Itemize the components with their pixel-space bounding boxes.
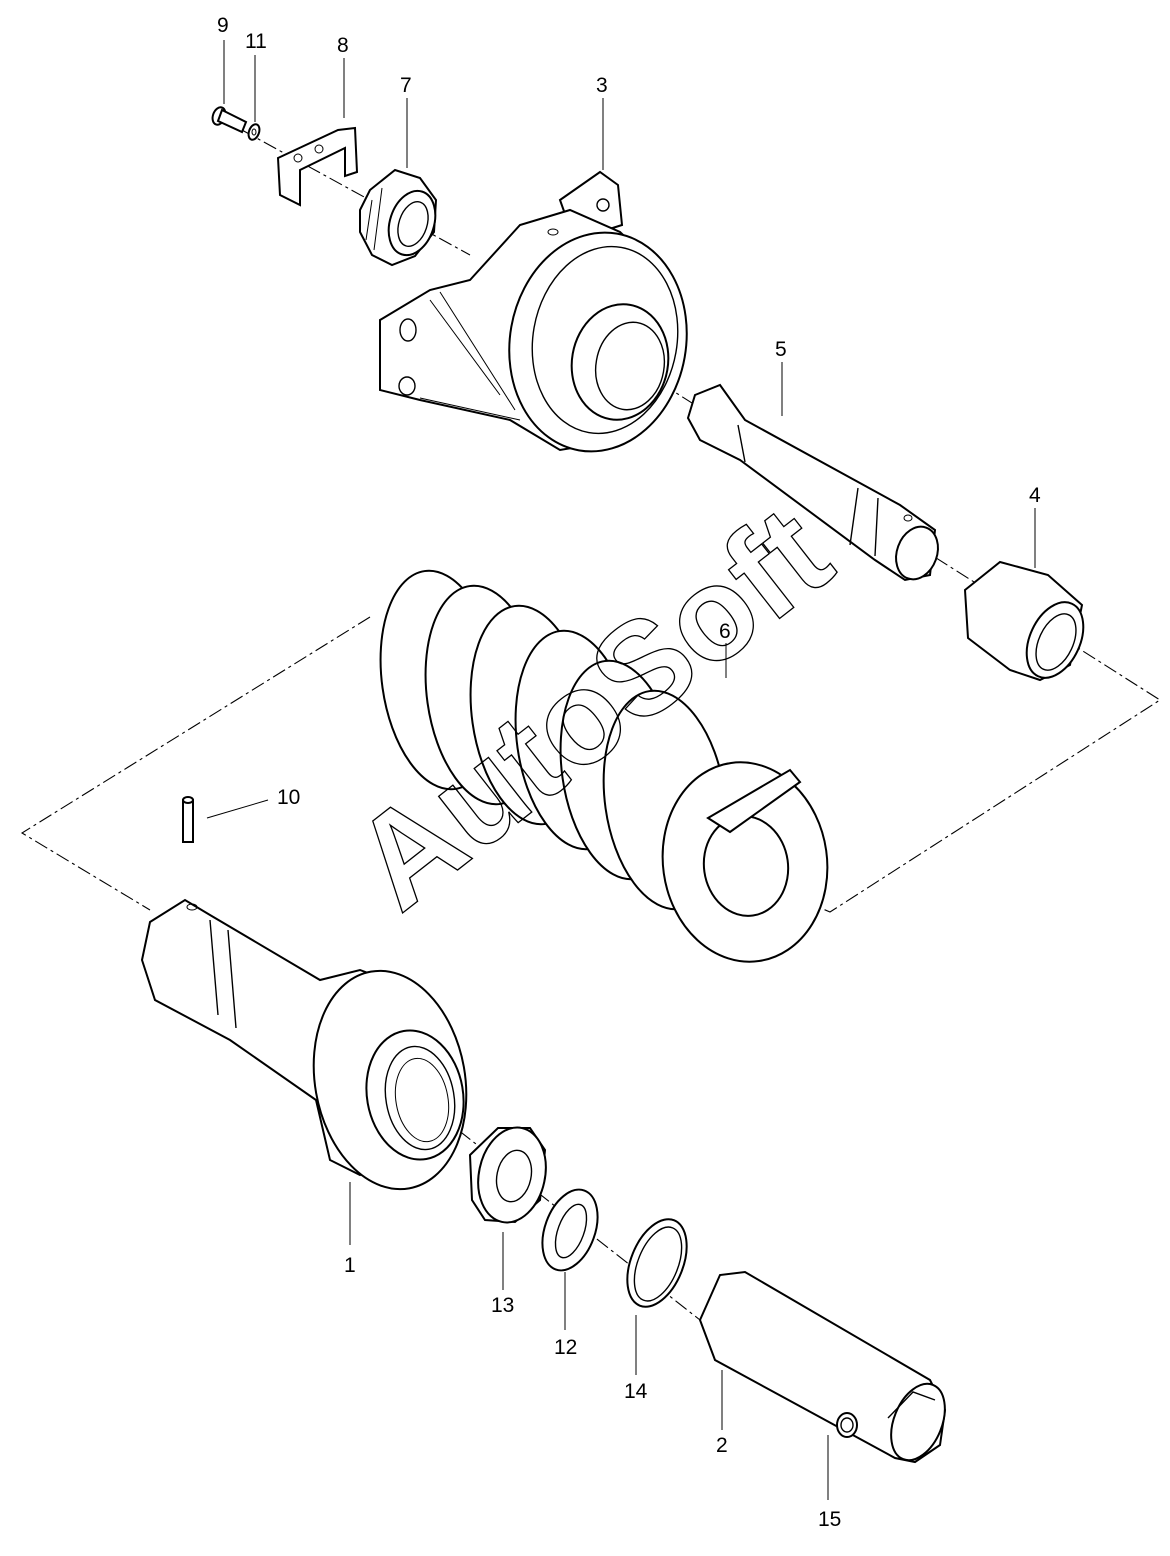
label-part-14: 14 (624, 1380, 648, 1403)
part-15-plug (836, 1412, 858, 1438)
label-part-7: 7 (400, 74, 412, 97)
label-part-8: 8 (337, 34, 349, 57)
part-14-o-ring (626, 1218, 688, 1308)
label-part-15: 15 (818, 1508, 841, 1531)
part-9-bolt (211, 106, 248, 134)
part-2-pin-shaft (698, 1270, 947, 1464)
part-4-bushing (963, 560, 1085, 682)
label-part-1: 1 (344, 1254, 356, 1277)
part-8-bracket (276, 126, 359, 207)
part-12-split-ring (541, 1188, 599, 1272)
label-part-3: 3 (596, 74, 608, 97)
label-part-2: 2 (716, 1434, 728, 1457)
part-3-housing (379, 170, 688, 453)
label-part-10: 10 (277, 786, 300, 809)
part-10-pin (182, 796, 194, 843)
part-1-spindle (140, 898, 468, 1191)
label-part-11: 11 (245, 30, 267, 53)
label-part-13: 13 (491, 1294, 514, 1317)
part-13-collar (468, 1126, 547, 1224)
part-5-shaft (686, 383, 939, 582)
label-part-12: 12 (554, 1336, 577, 1359)
part-labels: 9 11 8 7 3 5 4 6 10 1 13 12 14 2 15 (217, 14, 1041, 1531)
label-part-4: 4 (1029, 484, 1041, 507)
part-7-bearing (359, 168, 438, 267)
leader-lines (206, 40, 1036, 1500)
label-part-5: 5 (775, 338, 787, 361)
part-11-washer (247, 123, 261, 141)
label-part-9: 9 (217, 14, 229, 37)
label-part-6: 6 (719, 620, 731, 643)
part-6-spring (379, 569, 829, 963)
